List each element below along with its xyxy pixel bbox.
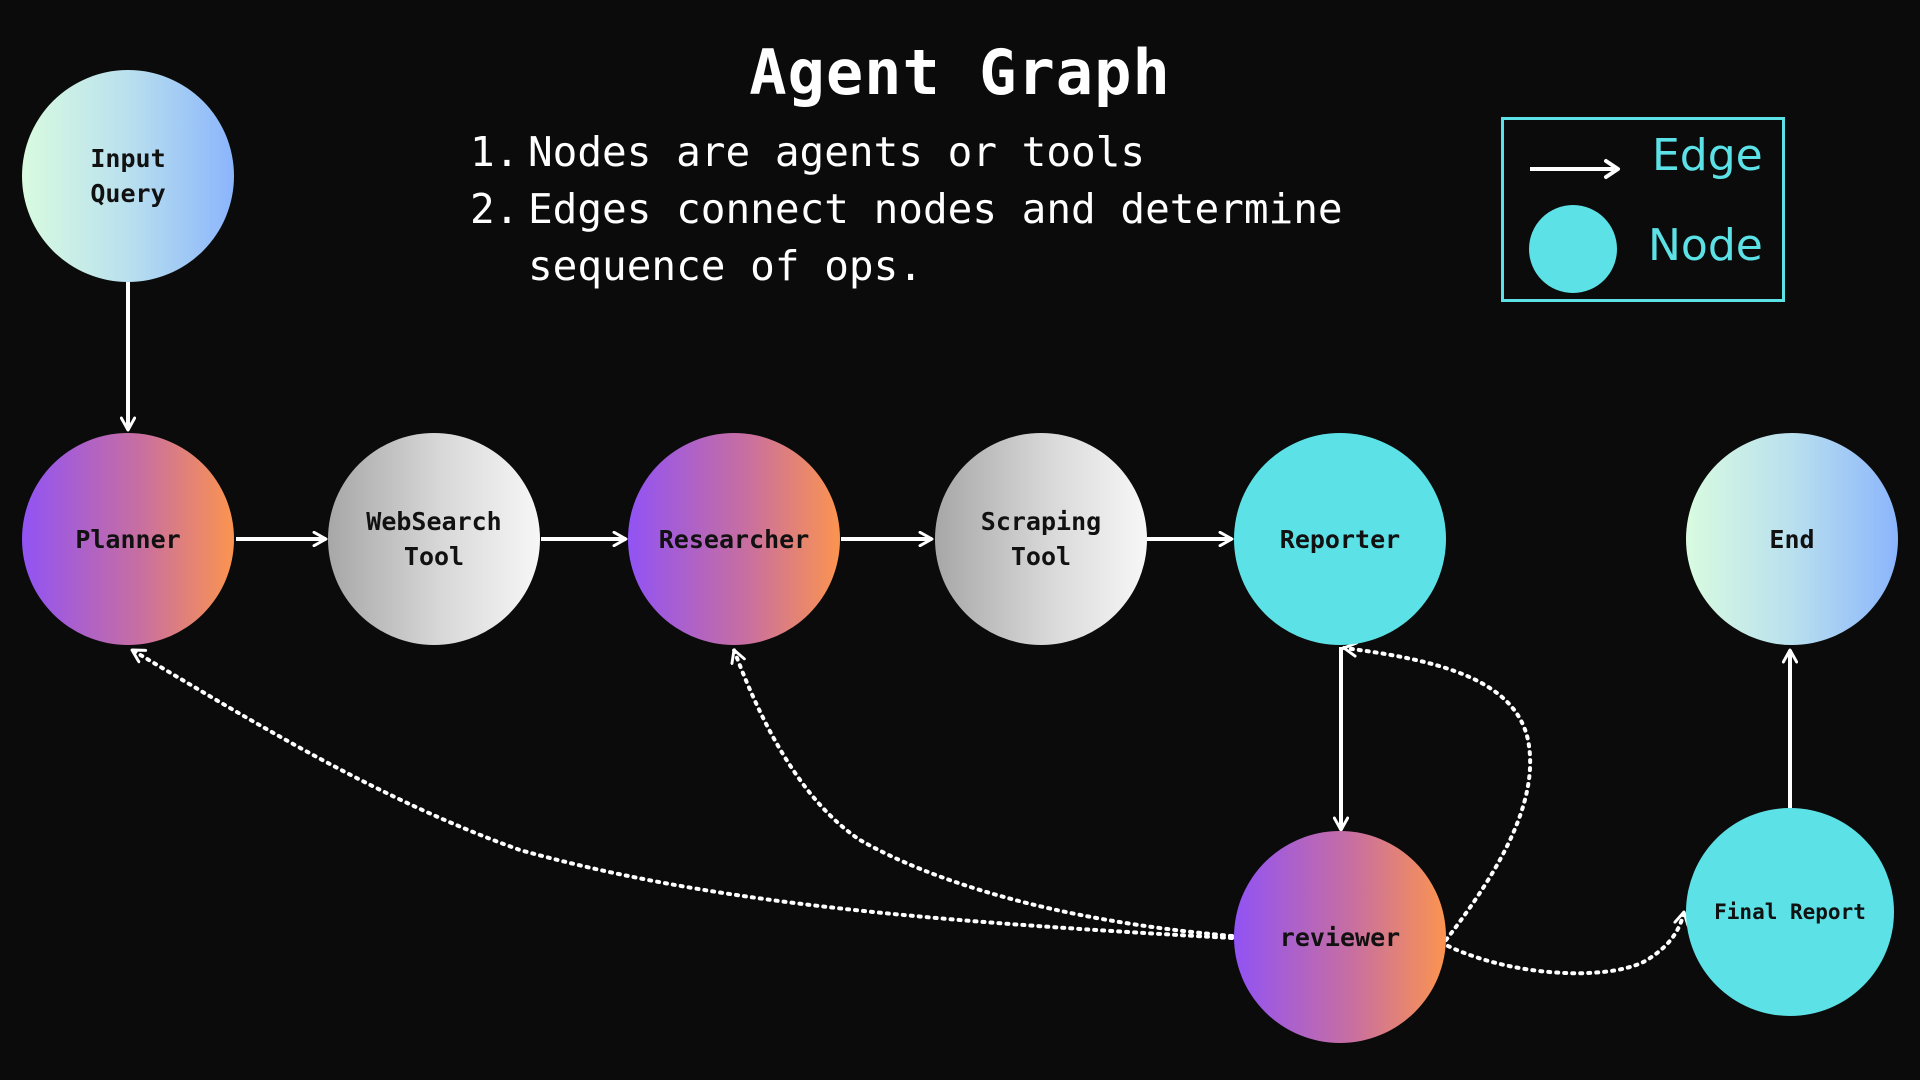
node-final-report[interactable]: Final Report bbox=[1686, 808, 1894, 1016]
notes-list: 1. Nodes are agents or tools 2. Edges co… bbox=[470, 124, 1408, 295]
edge-reviewer-to-reporter bbox=[1342, 648, 1533, 942]
node-planner[interactable]: Planner bbox=[22, 433, 234, 645]
node-reporter[interactable]: Reporter bbox=[1234, 433, 1446, 645]
note-text: Nodes are agents or tools bbox=[528, 128, 1146, 176]
legend-node-label: Node bbox=[1648, 220, 1763, 271]
edge-reviewer-to-planner bbox=[130, 648, 1234, 940]
note-item: 2. Edges connect nodes and determine seq… bbox=[470, 181, 1408, 295]
node-researcher[interactable]: Researcher bbox=[628, 433, 840, 645]
node-reviewer[interactable]: reviewer bbox=[1234, 831, 1446, 1043]
note-item: 1. Nodes are agents or tools bbox=[470, 124, 1408, 181]
node-scraping-tool[interactable]: Scraping Tool bbox=[935, 433, 1147, 645]
legend-edge-label: Edge bbox=[1652, 130, 1763, 181]
node-end[interactable]: End bbox=[1686, 433, 1898, 645]
page-title: Agent Graph bbox=[749, 36, 1171, 109]
node-websearch-tool[interactable]: WebSearch Tool bbox=[328, 433, 540, 645]
legend-edge-arrow-icon bbox=[1530, 159, 1620, 179]
note-number: 2. bbox=[470, 185, 520, 233]
legend-node-icon bbox=[1529, 205, 1617, 293]
edge-reviewer-to-finalreport bbox=[1446, 910, 1684, 976]
edge-reviewer-to-researcher bbox=[734, 648, 1234, 938]
node-input-query[interactable]: Input Query bbox=[22, 70, 234, 282]
legend: Edge Node bbox=[1501, 117, 1785, 302]
note-number: 1. bbox=[470, 128, 520, 176]
note-text: Edges connect nodes and determine sequen… bbox=[528, 185, 1343, 290]
